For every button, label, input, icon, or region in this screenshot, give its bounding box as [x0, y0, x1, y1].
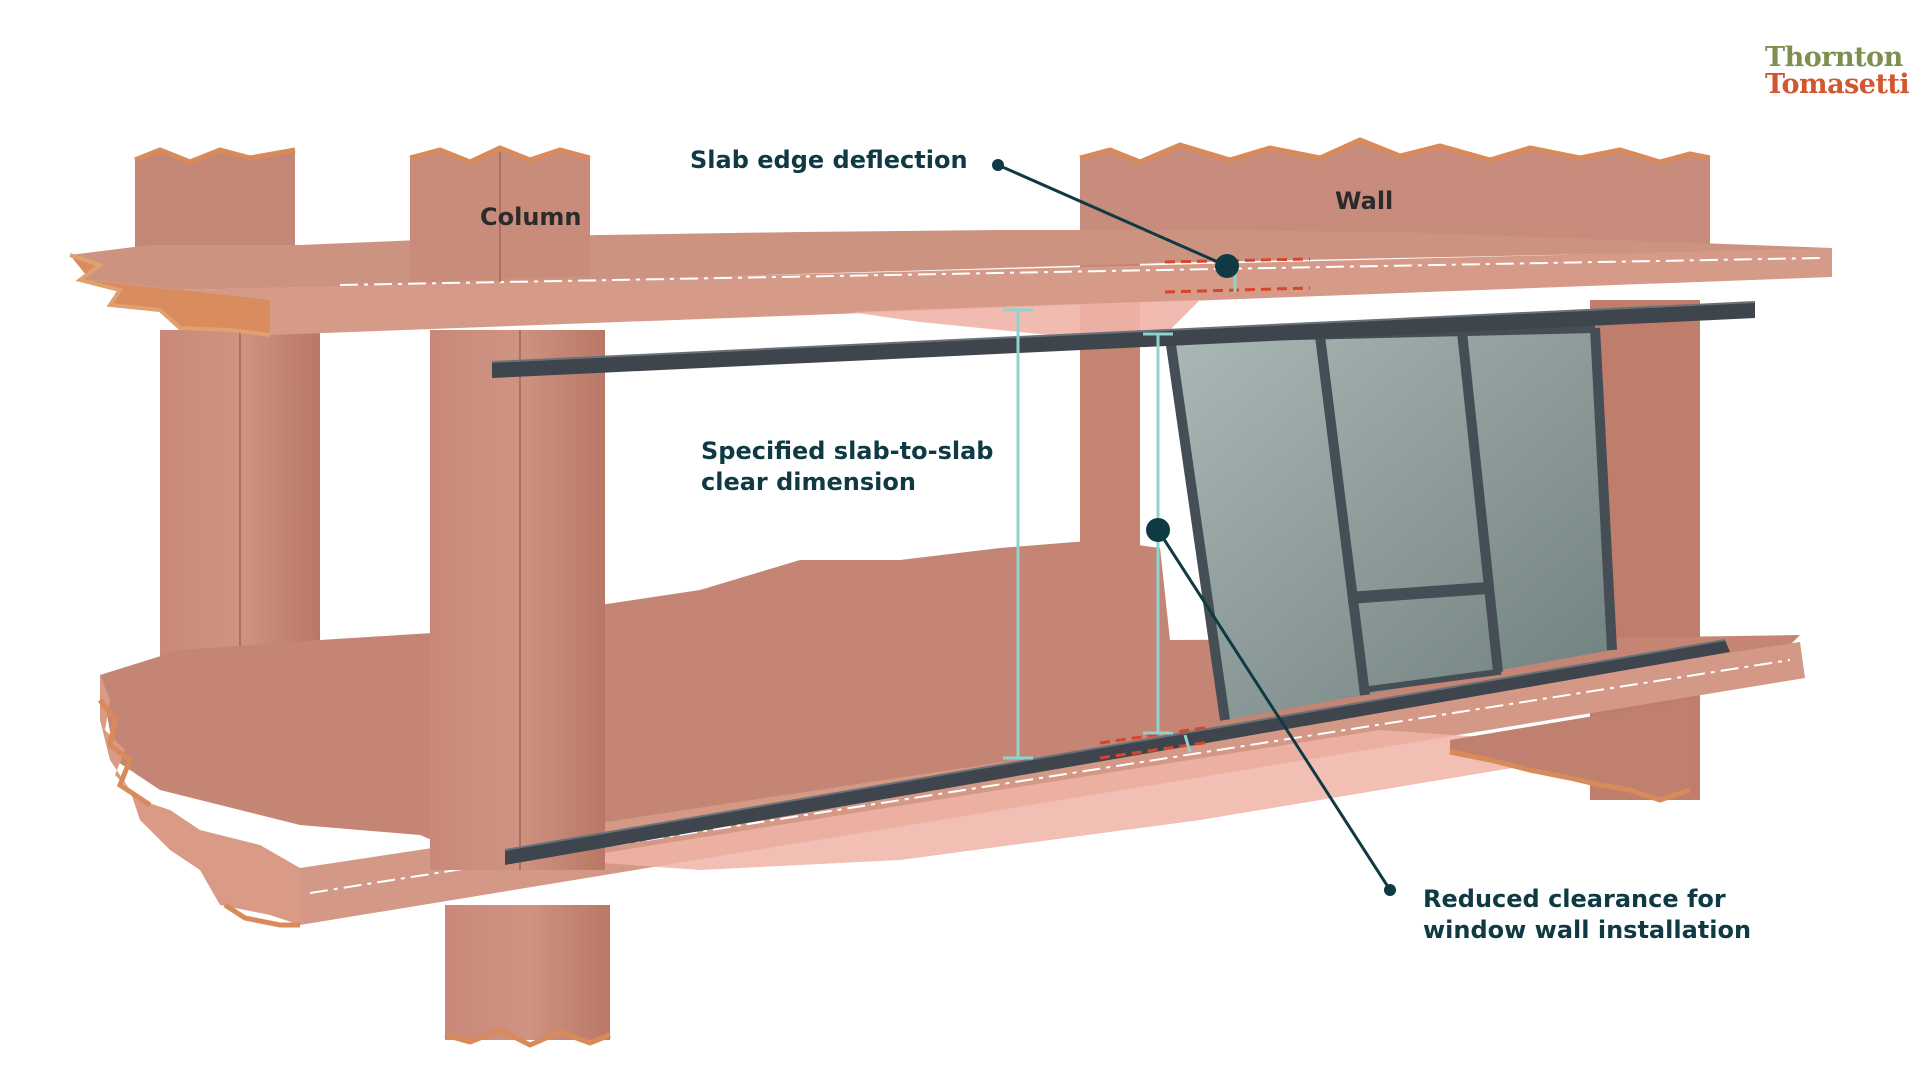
specified-dimension-label-line1: Specified slab-to-slab — [701, 437, 994, 465]
sill-channel — [504, 639, 1730, 865]
specified-dimension-label-line2: clear dimension — [701, 468, 916, 496]
reduced-clearance-label-line1: Reduced clearance for — [1423, 885, 1726, 913]
callout-slab-edge-deflection — [992, 159, 1239, 278]
column-label: Column — [480, 203, 582, 231]
slab-edge-deflection-label: Slab edge deflection — [690, 146, 968, 174]
logo-thornton: Thornton — [1765, 42, 1903, 73]
column-below-right — [1449, 700, 1691, 803]
column-back-left — [134, 147, 320, 700]
reduced-clearance-label-line2: window wall installation — [1423, 916, 1752, 944]
column-below-front — [444, 905, 611, 1048]
column — [409, 145, 605, 870]
specified-dimension-line — [1003, 308, 1033, 760]
window-wall — [1165, 323, 1617, 721]
head-channel — [491, 301, 1756, 378]
logo-tomasetti: Tomasetti — [1765, 69, 1910, 100]
callout-reduced-clearance — [1146, 518, 1396, 896]
wall-label: Wall — [1335, 187, 1394, 215]
